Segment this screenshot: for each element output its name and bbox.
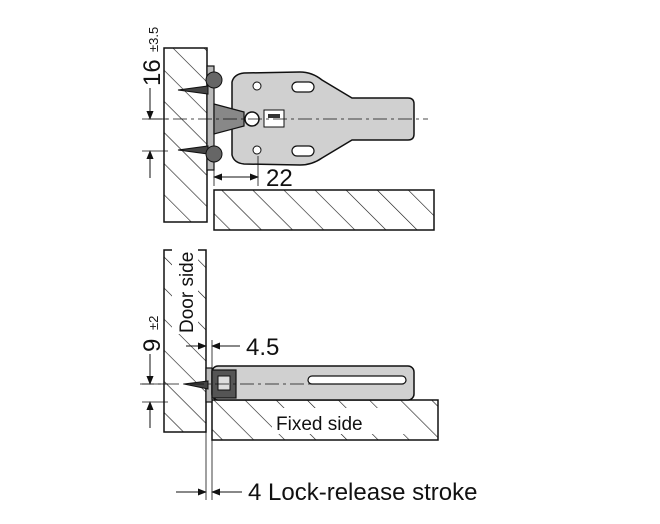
dim-16-value: 16 xyxy=(139,59,166,86)
dim-4-5-value: 4.5 xyxy=(246,334,279,361)
dim-9-value: 9 xyxy=(139,339,166,352)
hole-upper-top xyxy=(252,81,262,91)
screw-upper-top xyxy=(177,71,223,95)
door-side-label: Door side xyxy=(177,252,198,333)
slot-lower-top xyxy=(291,145,315,157)
door-panel-top xyxy=(163,47,208,223)
door-side-label-bg xyxy=(172,248,198,334)
bottom-view: Door side Fixed side 9 ±2 4.5 4 Lock-re xyxy=(139,248,477,506)
top-view: 16 ±3.5 22 xyxy=(139,27,435,231)
fixed-side-label: Fixed side xyxy=(276,414,363,435)
dim-16-tolerance: ±3.5 xyxy=(146,27,161,52)
label-plate-mark xyxy=(268,114,280,118)
catch-head-inner xyxy=(217,375,231,391)
slot-bottom xyxy=(307,375,407,385)
fixed-panel-top xyxy=(213,189,435,231)
fixed-side-label-bg xyxy=(272,408,406,434)
screw-lower-top xyxy=(177,145,223,163)
label-plate-top xyxy=(263,109,285,128)
stroke-label: 4 Lock-release stroke xyxy=(248,479,477,506)
dim-22-value: 22 xyxy=(266,165,293,192)
hole-lower-top xyxy=(252,145,262,155)
slot-upper-top xyxy=(291,81,315,93)
catch-body-top xyxy=(231,71,415,166)
screw-bottom xyxy=(183,380,209,390)
dim-9-tolerance: ±2 xyxy=(146,316,161,330)
